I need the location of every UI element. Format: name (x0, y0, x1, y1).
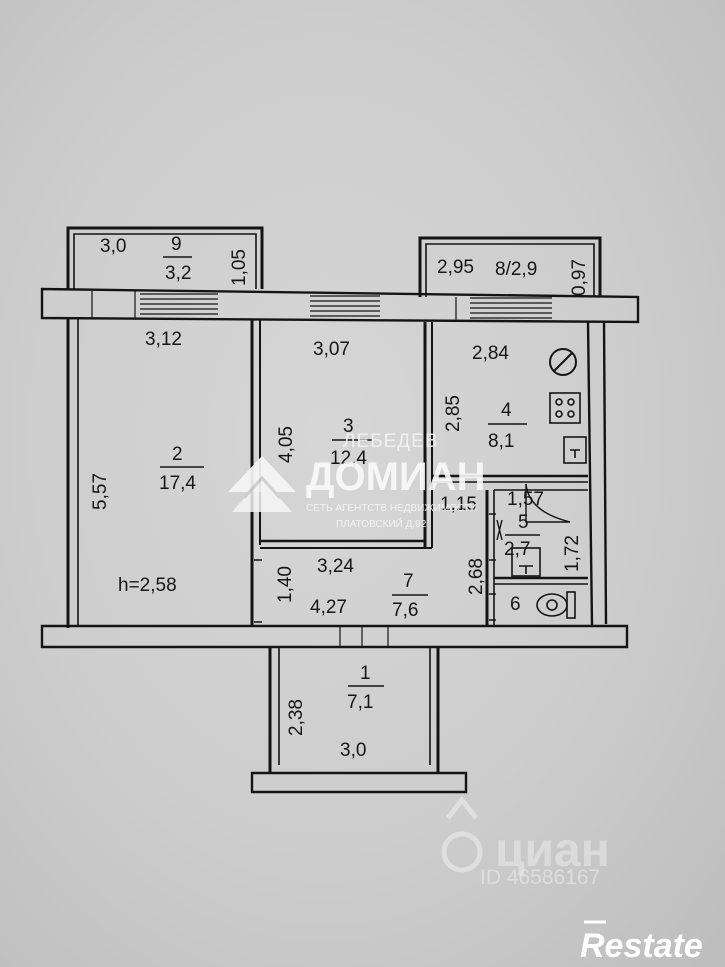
cian-wordmark: циан (495, 824, 610, 877)
room-2-length-label: 5,57 (90, 473, 111, 510)
room-4-number: 4 (501, 400, 512, 421)
room-6-number: 6 (510, 594, 521, 615)
stove-icon (549, 392, 581, 424)
room-3-width-label: 3,07 (313, 339, 350, 360)
room-4-width-label: 2,84 (472, 343, 509, 364)
toilet-icon (536, 591, 576, 619)
cian-logo-icon (441, 795, 483, 873)
room-5-area: 2,7 (504, 539, 530, 560)
room-1-number: 1 (360, 663, 371, 684)
hall-width-label: 4,27 (310, 597, 347, 618)
room-8-number-area: 8/2,9 (495, 259, 537, 280)
washbasin-icon (563, 436, 587, 464)
balcony-9-width-label: 3,0 (100, 236, 126, 257)
room-9-area: 3,2 (165, 263, 191, 284)
agency-name: ЛЕБЕДЕВ (343, 431, 439, 452)
doors (254, 483, 571, 623)
room-7-number: 7 (403, 571, 414, 592)
agency-brand: ДОМИАН (306, 455, 485, 499)
corridor-dimension-a: 1,15 (440, 494, 477, 515)
corridor-width-label: 3,24 (317, 556, 354, 577)
agency-address: ПЛАТОВСКИЙ Д.92 (336, 517, 427, 530)
room-1-depth-label: 2,38 (286, 699, 307, 736)
balcony-8-width-label: 2,95 (437, 257, 474, 278)
room-1-width-label: 3,0 (340, 740, 366, 761)
kitchen-sink-icon (549, 348, 577, 376)
agency-tagline: СЕТЬ АГЕНТСТВ НЕДВИЖИМОСТИ (306, 503, 477, 514)
room-7-area: 7,6 (392, 600, 418, 621)
restate-wordmark: Restate (580, 927, 703, 965)
hall-side-label: 2,68 (466, 558, 487, 595)
ceiling-height-label: h=2,58 (118, 575, 177, 596)
room-5-dimension-a: 1,57 (507, 489, 544, 510)
room-3-area: 12,4 (330, 448, 367, 469)
room-4-area: 8,1 (488, 431, 514, 452)
room-9-number: 9 (171, 234, 182, 255)
room-2-number: 2 (172, 444, 183, 465)
windows (91, 291, 552, 646)
room-5-dimension-b: 1,72 (562, 535, 583, 572)
room-4-length-label: 2,85 (443, 395, 464, 432)
balcony-9-depth-label: 1,05 (229, 249, 250, 286)
room-5-number: 5 (518, 512, 529, 533)
room-3-length-label: 4,05 (276, 426, 297, 463)
cian-listing-id: ID 46586167 (480, 866, 600, 889)
balcony-8-depth-label: 0,97 (569, 259, 590, 296)
bath-tap-icon (511, 547, 541, 577)
room-2-width-label: 3,12 (145, 329, 182, 350)
room-2-area: 17,4 (159, 473, 196, 494)
room-1-area: 7,1 (347, 692, 373, 713)
room-3-number: 3 (343, 416, 354, 437)
hall-depth-label: 1,40 (275, 566, 296, 603)
domian-logo (228, 456, 296, 512)
